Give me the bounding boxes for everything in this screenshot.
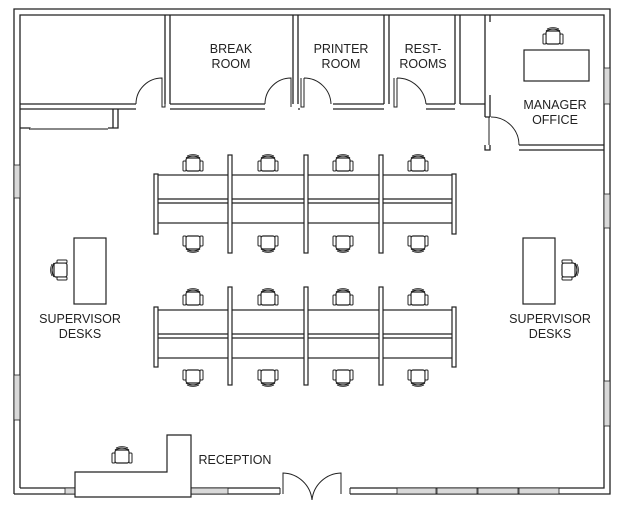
restrooms-label: REST- ROOMS — [399, 42, 447, 71]
interior-walls — [20, 15, 604, 151]
supervisor-desk-right — [522, 237, 580, 305]
printer-room-label: PRINTER ROOM — [313, 42, 369, 71]
break-room-label: BREAK ROOM — [209, 42, 253, 71]
manager-office-label: MANAGER OFFICE — [523, 98, 587, 127]
workstation-cluster-1 — [153, 154, 457, 254]
supervisor-desks-left-label: SUPERVISOR DESKS — [39, 312, 121, 341]
supervisor-desks-right-label: SUPERVISOR DESKS — [509, 312, 591, 341]
reception-desk — [74, 434, 192, 498]
manager-desk — [523, 26, 590, 82]
reception-label: RECEPTION — [198, 453, 272, 467]
supervisor-desk-left — [49, 237, 107, 305]
doors — [135, 77, 520, 501]
workstation-cluster-2 — [153, 286, 457, 386]
